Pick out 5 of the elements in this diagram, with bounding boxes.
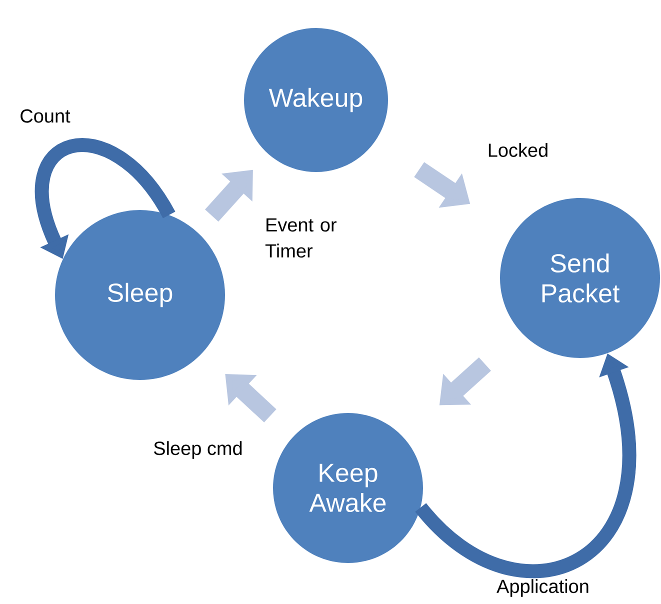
edge-label: Locked bbox=[488, 143, 548, 157]
edge-label: Application bbox=[496, 579, 588, 597]
edge-label: Count bbox=[20, 109, 70, 123]
edge-label: Event or Timer bbox=[265, 218, 336, 258]
edge-label: Sleep cmd bbox=[154, 441, 242, 459]
